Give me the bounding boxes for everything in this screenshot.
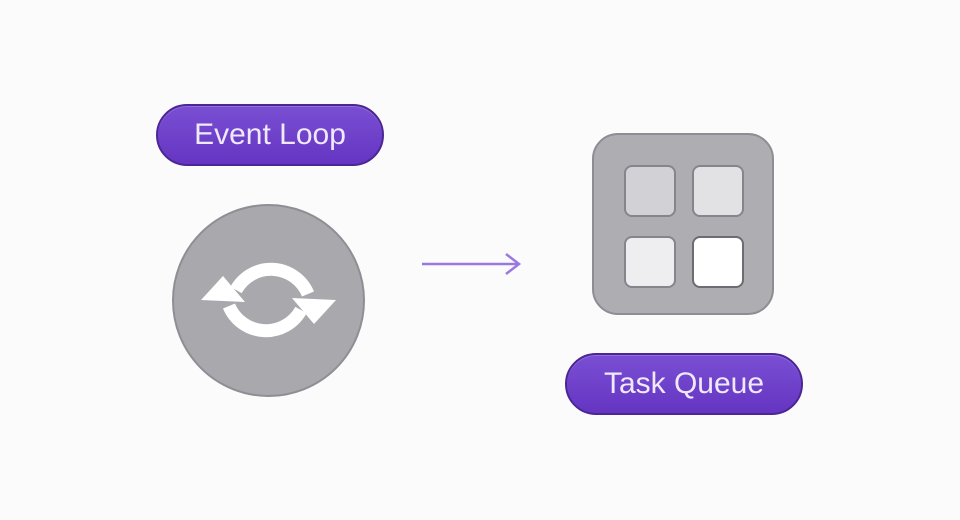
queue-slot [624, 236, 676, 288]
queue-slot [624, 165, 676, 217]
task-queue-node [592, 133, 774, 315]
queue-slot [692, 165, 744, 217]
event-loop-label: Event Loop [156, 104, 384, 166]
event-loop-node [172, 204, 365, 397]
arrow-right-icon [422, 253, 522, 275]
refresh-cycle-icon [201, 262, 336, 338]
queue-slot [692, 236, 744, 288]
task-queue-label: Task Queue [565, 353, 803, 415]
